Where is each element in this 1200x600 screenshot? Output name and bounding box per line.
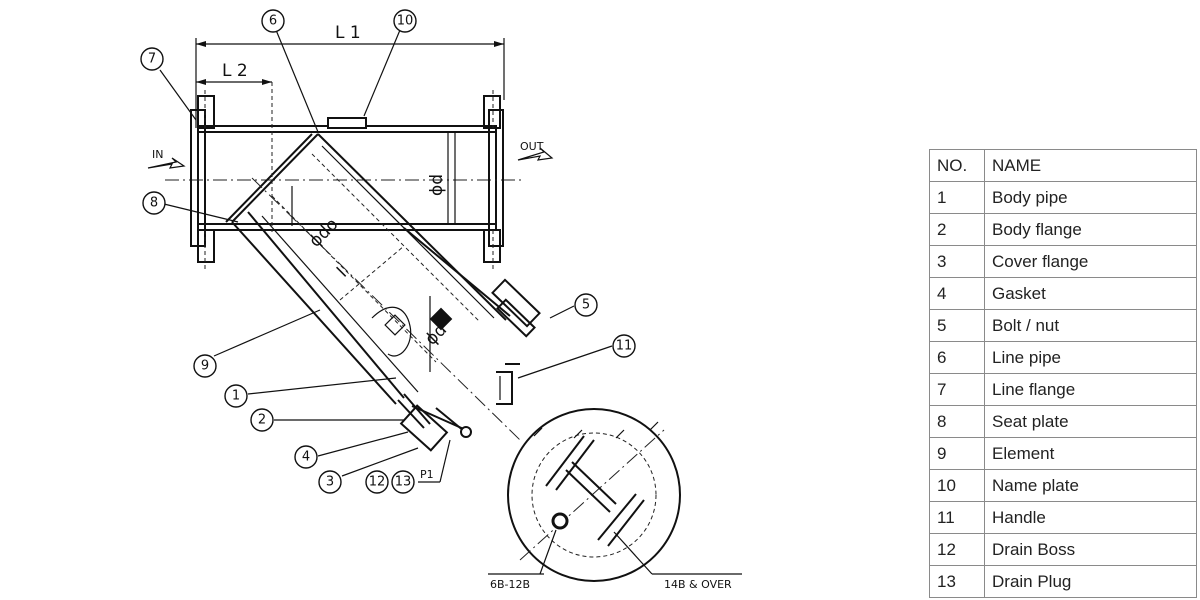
dimension-odo: ϕdo l ϕd (305, 214, 451, 349)
name-plate (327, 117, 367, 129)
balloon-5: 5 (574, 293, 598, 317)
label-l2: L 2 (222, 61, 248, 81)
part-name: Line flange (984, 373, 1197, 406)
label-l1: L 1 (335, 23, 361, 43)
svg-text:3: 3 (326, 475, 334, 490)
svg-text:12: 12 (369, 475, 386, 490)
dimension-l2: L 2 (196, 61, 273, 232)
svg-text:9: 9 (201, 359, 209, 374)
svg-text:4: 4 (302, 450, 310, 465)
element-screen (339, 245, 453, 357)
svg-text:10: 10 (397, 14, 414, 29)
part-name: Gasket (984, 277, 1197, 310)
part-no: 1 (929, 181, 985, 214)
part-name: Body pipe (984, 181, 1197, 214)
svg-text:1: 1 (232, 389, 240, 404)
part-no: 5 (929, 309, 985, 342)
svg-text:11: 11 (616, 339, 633, 354)
balloon-10: 10 (393, 9, 417, 33)
part-no: 9 (929, 437, 985, 470)
balloon-9: 9 (193, 354, 217, 378)
balloon-6: 6 (261, 9, 285, 33)
part-name: Name plate (984, 469, 1197, 502)
part-no: 6 (929, 341, 985, 374)
part-no: 11 (929, 501, 985, 534)
balloon-8: 8 (142, 191, 166, 215)
part-name: Cover flange (984, 245, 1197, 278)
element-tag (429, 307, 453, 331)
right-line-flange (483, 90, 504, 270)
dimension-od: ϕd (427, 132, 449, 224)
svg-text:8: 8 (150, 196, 158, 211)
bottom-view: 6B-12B 14B & OVER (488, 408, 742, 591)
left-line-flange (190, 90, 215, 270)
part-no: 12 (929, 533, 985, 566)
balloon-7: 7 (140, 47, 164, 71)
part-no: 7 (929, 373, 985, 406)
svg-text:6: 6 (269, 14, 277, 29)
svg-text:13: 13 (395, 475, 412, 490)
balloon-4: 4 (294, 445, 318, 469)
cover-flange-assembly (397, 278, 541, 452)
flow-out: OUT (517, 140, 554, 161)
balloon-11: 11 (612, 334, 636, 358)
part-no: 2 (929, 213, 985, 246)
part-name: Handle (984, 501, 1197, 534)
part-no: 13 (929, 565, 985, 598)
main-pipe (165, 125, 525, 231)
part-name: Drain Boss (984, 533, 1197, 566)
leader-lines (159, 29, 613, 483)
part-no: 10 (929, 469, 985, 502)
y-branch-body (225, 133, 521, 441)
part-name: Bolt / nut (984, 309, 1197, 342)
drain-plug-marker (551, 512, 569, 530)
header-no: NO. (929, 149, 985, 182)
balloon-2: 2 (250, 408, 274, 432)
part-no: 4 (929, 277, 985, 310)
balloons: 6 10 7 8 9 1 2 4 3 12 13 5 11 (140, 9, 636, 494)
svg-text:7: 7 (148, 52, 156, 67)
label-od: ϕd (427, 174, 447, 196)
note-large-sizes: 14B & OVER (664, 578, 732, 591)
label-out: OUT (520, 140, 544, 153)
label-odo: ϕdo (305, 214, 342, 251)
part-no: 3 (929, 245, 985, 278)
flow-in: IN (147, 148, 186, 169)
balloon-1: 1 (224, 384, 248, 408)
label-p1: P1 (420, 468, 434, 481)
note-small-sizes: 6B-12B (490, 578, 530, 591)
balloon-3: 3 (318, 470, 342, 494)
part-name: Seat plate (984, 405, 1197, 438)
part-name: Drain Plug (984, 565, 1197, 598)
part-name: Body flange (984, 213, 1197, 246)
part-name: Element (984, 437, 1197, 470)
label-in: IN (152, 148, 163, 161)
part-no: 8 (929, 405, 985, 438)
balloon-13: 13 (391, 470, 415, 494)
svg-text:5: 5 (582, 298, 590, 313)
balloon-12: 12 (365, 470, 389, 494)
part-name: Line pipe (984, 341, 1197, 374)
parts-table-header: NO. NAME (929, 149, 1197, 182)
dimension-l1: L 1 (195, 23, 505, 128)
header-name: NAME (984, 149, 1197, 182)
svg-text:2: 2 (258, 413, 266, 428)
strainer-drawing: L 1 L 2 ϕd ϕdo l ϕd IN OUT (140, 9, 742, 591)
